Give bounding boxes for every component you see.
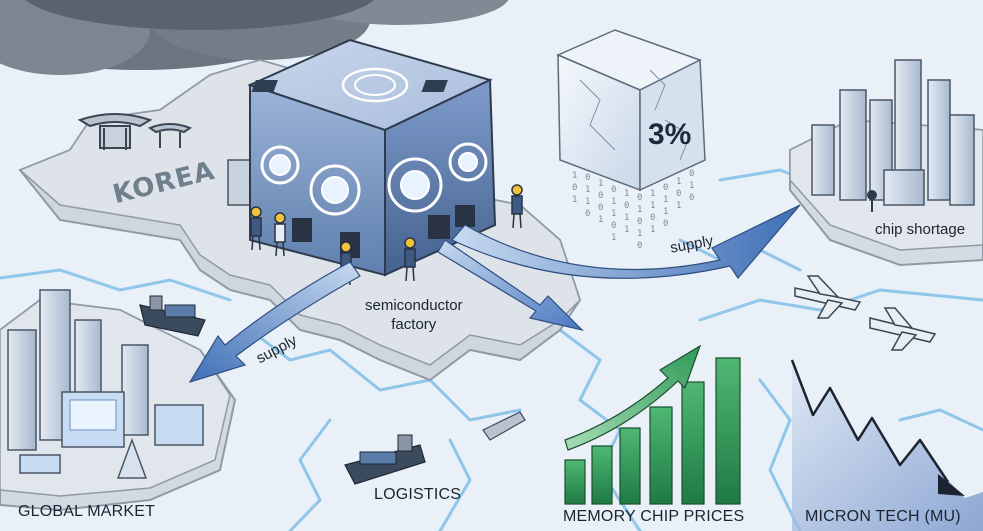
- svg-text:1: 1: [585, 185, 590, 195]
- global-market-label: GLOBAL MARKET: [18, 503, 156, 520]
- svg-text:1: 1: [572, 195, 577, 205]
- cube-percent-label: 3%: [648, 118, 692, 151]
- svg-text:1: 1: [637, 229, 642, 239]
- semiconductor-factory-cube: [227, 38, 497, 277]
- svg-text:1: 1: [624, 225, 629, 235]
- svg-text:0: 0: [663, 183, 668, 193]
- svg-text:0: 0: [624, 201, 629, 211]
- svg-text:1: 1: [611, 209, 616, 219]
- supply-arrow-down: [437, 239, 584, 332]
- micron-decline-chart: [790, 359, 983, 531]
- chip-shortage-label: chip shortage: [875, 221, 966, 238]
- svg-text:0: 0: [637, 193, 642, 203]
- svg-text:1: 1: [676, 201, 681, 211]
- chip-shortage-city: [789, 59, 983, 267]
- worker-icon: [250, 184, 523, 286]
- cargo-ship-icon: [344, 434, 426, 485]
- cargo-ship-icon: [482, 411, 526, 441]
- cargo-ship-icon: [139, 295, 206, 337]
- global-market-city: [0, 289, 237, 512]
- svg-text:0: 0: [689, 193, 694, 203]
- svg-text:0: 0: [689, 169, 694, 179]
- svg-text:1: 1: [572, 171, 577, 181]
- svg-text:0: 0: [598, 203, 603, 213]
- svg-text:0: 0: [598, 191, 603, 201]
- svg-text:0: 0: [585, 209, 590, 219]
- svg-text:1: 1: [585, 197, 590, 207]
- svg-text:1: 1: [663, 195, 668, 205]
- svg-text:1: 1: [650, 225, 655, 235]
- svg-text:0: 0: [572, 183, 577, 193]
- svg-text:1: 1: [689, 181, 694, 191]
- micron-label: MICRON TECH (MU): [805, 508, 961, 525]
- svg-text:1: 1: [624, 189, 629, 199]
- logistics-label: LOGISTICS: [374, 486, 462, 503]
- svg-text:0: 0: [663, 219, 668, 229]
- svg-text:0: 0: [637, 217, 642, 227]
- svg-text:1: 1: [611, 197, 616, 207]
- svg-text:0: 0: [637, 241, 642, 251]
- svg-text:1: 1: [676, 177, 681, 187]
- svg-text:1: 1: [624, 213, 629, 223]
- svg-text:1: 1: [598, 215, 603, 225]
- factory-label: semiconductor factory: [365, 297, 463, 333]
- svg-text:1: 1: [611, 233, 616, 243]
- airplane-icon: [869, 307, 937, 351]
- storm-cloud-icon: [0, 0, 509, 75]
- pagoda-icon: [77, 113, 193, 150]
- price-bars: [564, 344, 741, 505]
- svg-text:1: 1: [650, 189, 655, 199]
- svg-text:1: 1: [598, 179, 603, 189]
- svg-text:1: 1: [663, 207, 668, 217]
- airplane-icon: [794, 275, 862, 319]
- memory-chip-prices-label: MEMORY CHIP PRICES: [563, 508, 745, 525]
- supply-arrow-right: [451, 204, 801, 279]
- svg-text:0: 0: [676, 189, 681, 199]
- supply-arrow-left: [188, 261, 361, 384]
- svg-text:1: 1: [637, 205, 642, 215]
- svg-text:0: 0: [650, 213, 655, 223]
- svg-text:0: 0: [611, 221, 616, 231]
- svg-text:1: 1: [650, 201, 655, 211]
- svg-text:0: 0: [585, 173, 590, 183]
- cracked-cube: [556, 29, 706, 192]
- svg-text:0: 0: [611, 185, 616, 195]
